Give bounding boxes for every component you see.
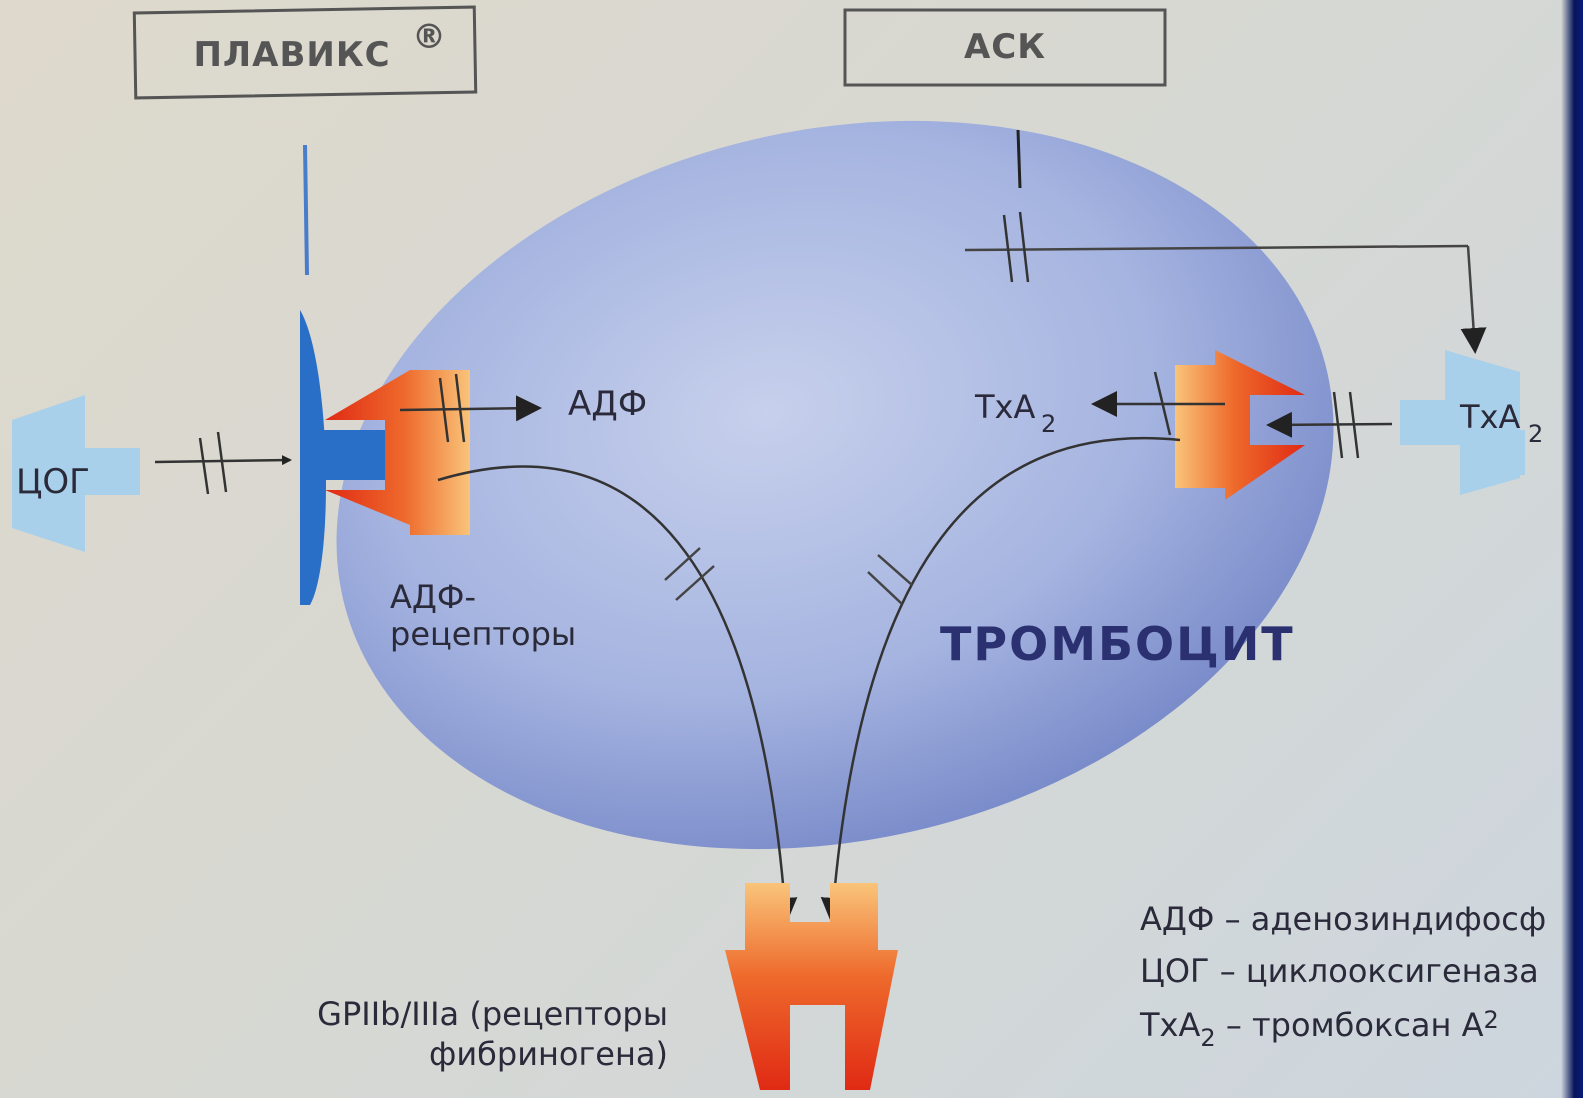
- plavix-registered-mark: ®: [412, 17, 447, 57]
- ask-box: АСК: [845, 10, 1165, 85]
- dark-edge: [1561, 0, 1583, 1098]
- break-mark: [200, 438, 208, 494]
- legend: АДФ – аденозиндифосф ЦОГ – циклооксигена…: [1139, 900, 1546, 1052]
- txa2-inner-sub: 2: [1041, 410, 1056, 438]
- gp-receptor: [725, 883, 898, 1090]
- legend-item-txa2: TxA2 – тромбоксан A2: [1139, 1006, 1499, 1052]
- txa2-outer-label: TxA: [1459, 398, 1520, 436]
- adf-label: АДФ: [568, 384, 647, 424]
- adf-receptors-label-1: АДФ-: [390, 578, 476, 616]
- ask-branch-down: [1468, 246, 1475, 350]
- adf-receptors-label-2: рецепторы: [390, 615, 576, 653]
- cell-label: ТРОМБОЦИТ: [940, 617, 1295, 671]
- plavix-label: ПЛАВИКС: [193, 35, 390, 75]
- ask-label: АСК: [964, 27, 1046, 67]
- txa2-in-arrow: [1270, 424, 1392, 425]
- clopidogrel-plug: [302, 430, 385, 480]
- plavix-line: [305, 145, 307, 275]
- ask-line: [1018, 130, 1020, 188]
- gp-label-2: фибриногена): [429, 1035, 668, 1073]
- legend-item-cog: ЦОГ – циклооксигеназа: [1140, 952, 1539, 990]
- plavix-box: ПЛАВИКС ®: [134, 7, 475, 98]
- gp-label-1: GPIIb/IIIa (рецепторы: [317, 995, 668, 1033]
- legend-item-adf: АДФ – аденозиндифосф: [1140, 900, 1546, 938]
- txa2-inner-label: TxA: [974, 388, 1035, 426]
- txa2-outer-sub: 2: [1528, 420, 1543, 448]
- cog-label: ЦОГ: [16, 462, 90, 502]
